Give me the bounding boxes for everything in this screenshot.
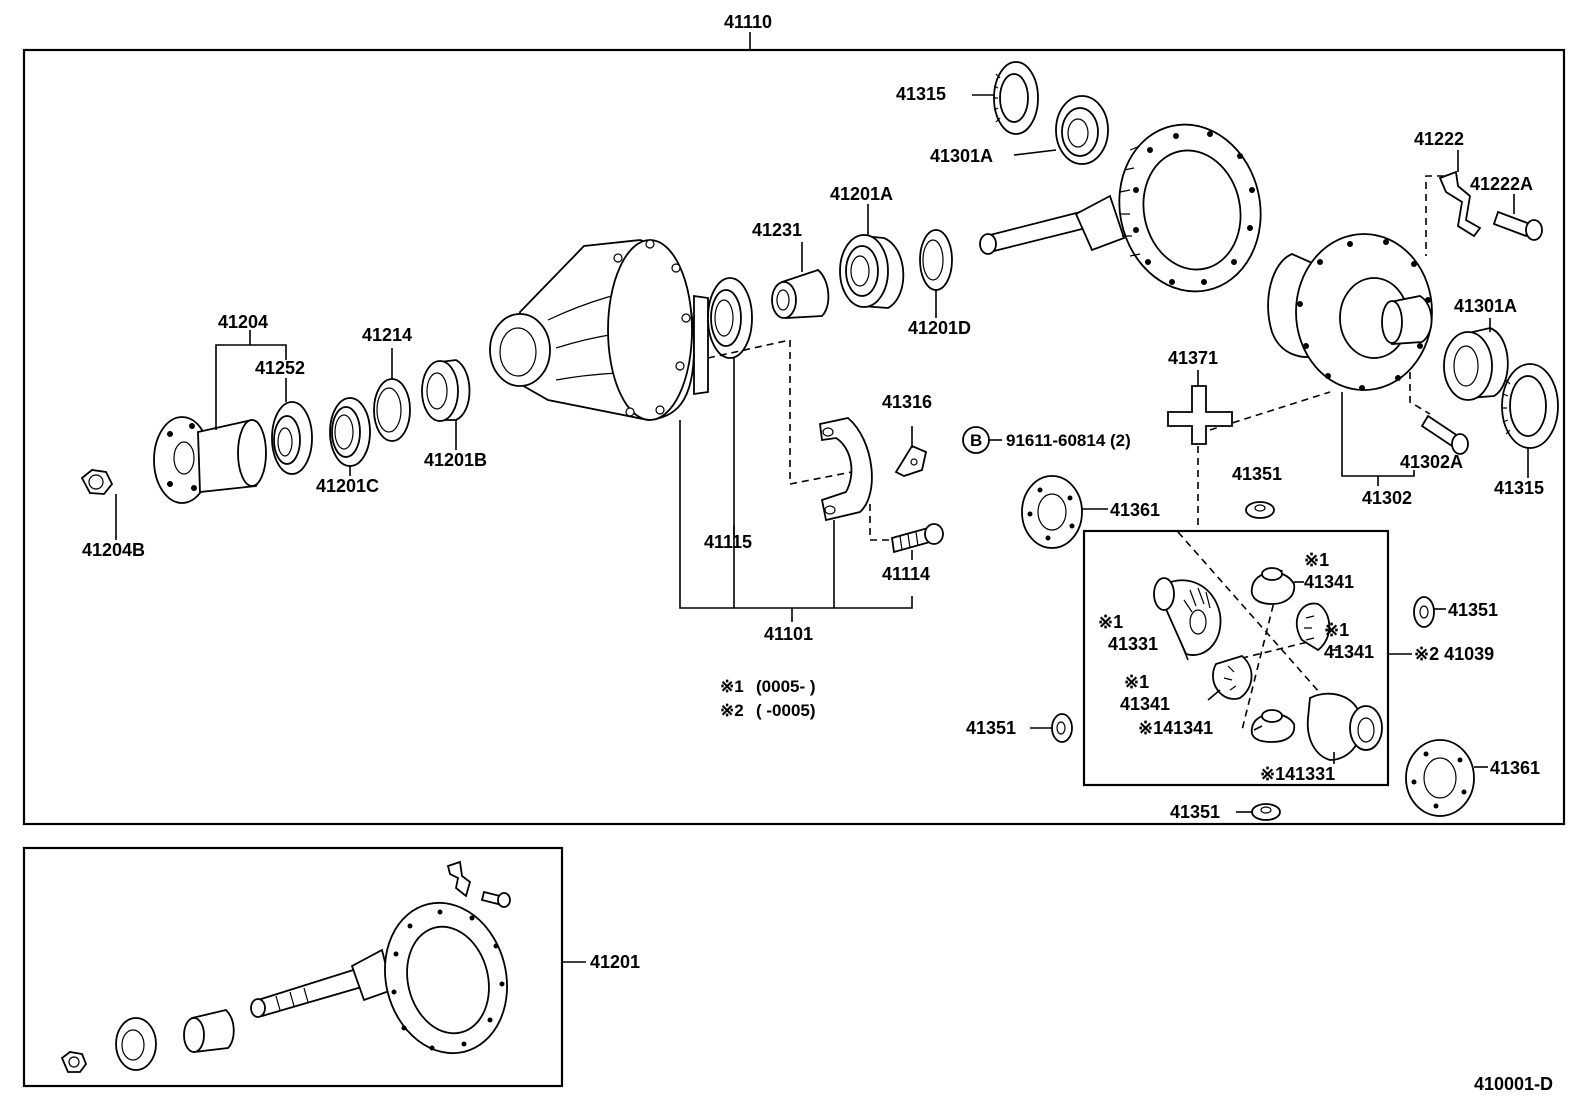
note1-mark: ※1 <box>720 677 744 696</box>
side-washer-right <box>1405 739 1475 817</box>
label-pinion-top-mark: ※1 <box>1304 550 1329 570</box>
label-carrier-group: 41101 <box>764 624 813 644</box>
cap-bolt <box>890 523 944 554</box>
label-pinion-left: 41341 <box>1120 694 1170 714</box>
label-pinion-left-mark: ※1 <box>1124 672 1149 692</box>
label-lock-bolt: 41222A <box>1470 174 1533 194</box>
pinion-washer <box>919 229 953 291</box>
flange-nut <box>80 469 114 495</box>
label-carrier-bearing-right: 41301A <box>1454 296 1517 316</box>
thrust-washer-bottom <box>1251 803 1281 821</box>
label-case-bolt: 41302A <box>1400 452 1463 472</box>
pin-callout-letter: B <box>970 431 982 450</box>
inset-nut <box>60 1051 88 1073</box>
differential-case <box>1267 233 1433 391</box>
inset-pinion <box>250 948 394 1018</box>
thrust-washer-top <box>1245 501 1275 519</box>
label-thrust-washer-bottom: 41351 <box>1170 802 1220 822</box>
carrier-bearing-top <box>1055 95 1109 165</box>
inset-lock-bolt <box>446 860 511 908</box>
differential-kit-frame <box>1082 529 1390 787</box>
label-side-gear-left-mark: ※1 <box>1098 612 1123 632</box>
label-oil-slinger: 41214 <box>362 325 412 345</box>
label-flange-nut: 41204B <box>82 540 145 560</box>
thrust-washer-right <box>1413 596 1435 628</box>
lock-bolt <box>1492 210 1543 241</box>
pinion-bearing <box>839 234 905 309</box>
side-washer-left <box>1021 475 1083 549</box>
label-spacer: 41231 <box>752 220 802 240</box>
label-side-washer-left: 41361 <box>1110 500 1160 520</box>
label-side-bearing-right: 41315 <box>1494 478 1544 498</box>
adjusting-lock <box>1438 170 1482 238</box>
label-cross-shaft: 41371 <box>1168 348 1218 368</box>
label-flange: 41204 <box>218 312 268 332</box>
inset-bearing <box>115 1017 157 1071</box>
main-assembly-frame <box>22 48 1566 826</box>
side-gear-left <box>1153 577 1222 656</box>
label-adjusting-lock: 41222 <box>1414 129 1464 149</box>
label-pinion-right: 41341 <box>1324 642 1374 662</box>
oil-seal <box>707 277 753 359</box>
label-cap-bolt: 41114 <box>882 564 930 584</box>
spacer <box>771 268 830 319</box>
label-oil-seal: 41115 <box>704 532 752 552</box>
label-pinion-washer: 41201D <box>908 318 971 338</box>
label-pinion-bottom: ※141341 <box>1138 718 1213 738</box>
label-pin: 91611-60814 (2) <box>1006 431 1131 450</box>
label-case-assy: 41302 <box>1362 488 1412 508</box>
ring-gear <box>1118 123 1262 293</box>
inset-spacer <box>183 1009 235 1054</box>
cap-plate <box>894 444 928 477</box>
bearing-cap <box>819 417 873 522</box>
side-bearing-right <box>1501 363 1559 449</box>
pin-callout <box>962 426 1002 454</box>
pinion-gear-left <box>1212 654 1253 700</box>
label-flange-washer: 41252 <box>255 358 305 378</box>
inset-ring-gear <box>384 901 508 1055</box>
label-ring-gear-set: 41201 <box>590 952 640 972</box>
label-side-gear-right: ※141331 <box>1260 764 1335 784</box>
label-rear-bearing: 41201B <box>424 450 487 470</box>
carrier-bearing-right <box>1443 327 1509 401</box>
flange-washer <box>271 401 313 475</box>
side-gear-right <box>1306 692 1383 761</box>
note2-range: ( -0005) <box>756 701 816 720</box>
note1-range: (0005- ) <box>756 677 816 696</box>
thrust-washer-left <box>1051 713 1073 743</box>
label-side-washer-right: 41361 <box>1490 758 1540 778</box>
label-pinion-right-mark: ※1 <box>1324 620 1349 640</box>
label-thrust-washer-left: 41351 <box>966 718 1016 738</box>
label-diff-kit: ※2 41039 <box>1414 644 1494 664</box>
oil-slinger <box>373 378 411 442</box>
label-diagram-code: 410001-D <box>1474 1074 1553 1094</box>
label-side-bearing-top: 41315 <box>896 84 946 104</box>
note2-mark: ※2 <box>720 701 744 720</box>
pinion-gear-bottom <box>1250 709 1296 743</box>
label-pinion-bearing: 41201A <box>830 184 893 204</box>
pinion-gear-right <box>1295 602 1331 652</box>
front-bearing <box>329 397 371 467</box>
rear-bearing <box>421 359 471 422</box>
side-bearing-top <box>993 61 1039 135</box>
case-bolt <box>1420 414 1469 455</box>
pinion-gear-top <box>1250 567 1296 605</box>
carrier-housing <box>489 239 709 421</box>
companion-flange <box>153 416 267 504</box>
label-assembly-main: 41110 <box>724 12 772 32</box>
label-carrier-bearing-top: 41301A <box>930 146 993 166</box>
ring-gear-set-frame <box>22 846 564 1088</box>
label-thrust-washer-top: 41351 <box>1232 464 1282 484</box>
drive-pinion <box>979 194 1126 255</box>
label-thrust-washer-right: 41351 <box>1448 600 1498 620</box>
label-side-gear-left: 41331 <box>1108 634 1158 654</box>
label-front-bearing: 41201C <box>316 476 379 496</box>
label-pinion-top: 41341 <box>1304 572 1354 592</box>
cross-shaft <box>1167 385 1233 445</box>
label-cap-plate: 41316 <box>882 392 932 412</box>
